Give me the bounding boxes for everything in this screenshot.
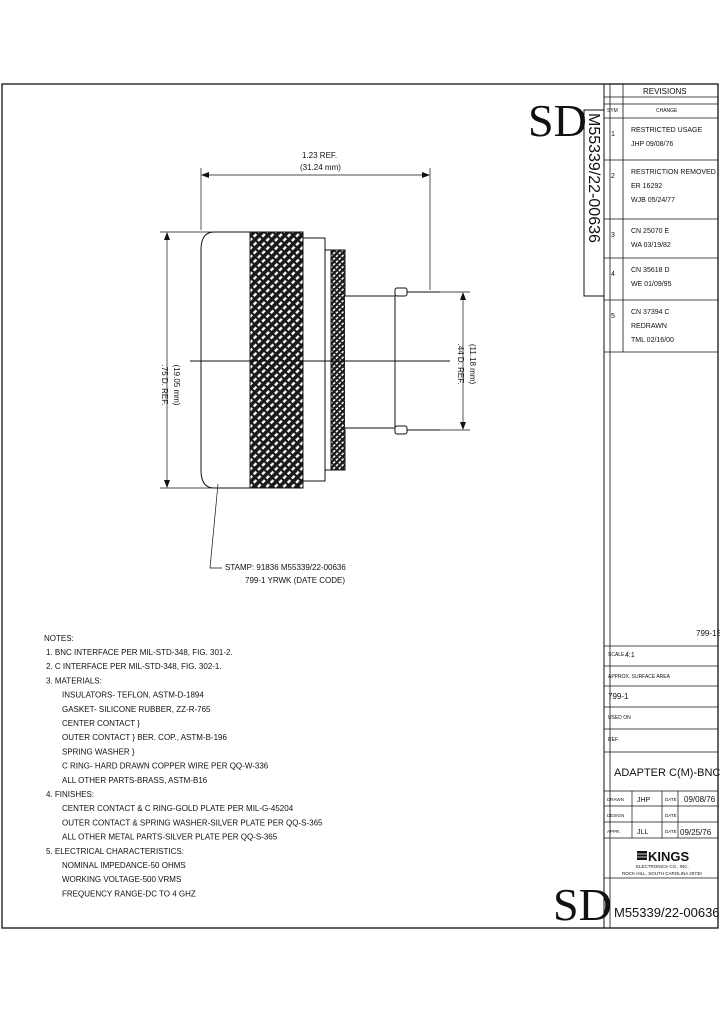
revision-line: JHP 09/08/76 — [631, 141, 673, 148]
revision-line: REDRAWN — [631, 323, 667, 330]
drawn-by: JHP — [637, 797, 651, 804]
revisions-table: REVISIONS SYM CHANGE 1 RESTRICTED USAGE JH… — [607, 87, 716, 344]
revision-sym: 1 — [611, 131, 615, 138]
sd-stamp-top: SD — [528, 95, 587, 146]
stamp-leader — [209, 483, 222, 569]
appr-date: 09/25/76 — [680, 828, 712, 837]
notes-block: NOTES: 1. BNC INTERFACE PER MIL-STD-348,… — [44, 634, 323, 898]
sheet-ref: 799-1S — [696, 629, 720, 638]
part-number-vertical: M55339/22-00636 — [585, 113, 602, 243]
appr-by: JLL — [637, 829, 648, 836]
stamp-callout-1: STAMP: 91836 M55339/22-00636 — [225, 563, 346, 572]
note-line: GASKET- SILICONE RUBBER, ZZ-R-765 — [62, 705, 211, 714]
bayonet-pin-top — [394, 287, 408, 297]
note-line: INSULATORS- TEFLON, ASTM-D-1894 — [62, 691, 204, 700]
approx-area-label: APPROX. SURFACE AREA — [608, 674, 671, 680]
dim-bnc-dia: .44 D. REF. — [456, 344, 465, 385]
appr-label: APPR. — [607, 829, 621, 834]
dim-bnc-dia-mm: (11.18 mm) — [468, 344, 477, 385]
drawn-label: DRAWN — [607, 797, 624, 802]
note-line: CENTER CONTACT } — [62, 719, 140, 728]
note-line: FREQUENCY RANGE-DC TO 4 GHZ — [62, 889, 196, 898]
scale-label: SCALE — [608, 652, 625, 658]
revision-line: WE 01/09/95 — [631, 281, 672, 288]
dim-body-dia: .75 D. REF. — [160, 365, 169, 406]
ref-label: REF. — [608, 737, 619, 743]
drawn-date-label: DATE — [665, 797, 677, 802]
bayonet-pin-bottom — [394, 425, 408, 435]
part-number-block: M55339/22-00636 — [614, 905, 720, 920]
revision-line: RESTRICTED USAGE — [631, 127, 703, 134]
company-line-3: ROCK HILL, SOUTH CAROLINA 29730 — [622, 871, 702, 876]
right-column — [583, 84, 718, 928]
revision-line: CN 37394 C — [631, 309, 670, 316]
drawing-title: ADAPTER C(M)-BNC(F) — [614, 767, 720, 779]
drawn-date: 09/08/76 — [684, 795, 716, 804]
note-line: ALL OTHER PARTS-BRASS, ASTM-B16 — [62, 776, 208, 785]
design-label: DESIGN — [607, 813, 624, 818]
revision-sym: 3 — [611, 232, 615, 239]
revisions-col-sym: SYM — [607, 108, 618, 114]
note-line: OUTER CONTACT & SPRING WASHER-SILVER PLA… — [62, 818, 323, 827]
note-line: 1. BNC INTERFACE PER MIL-STD-348, FIG. 3… — [46, 648, 233, 657]
knurled-ring — [330, 249, 346, 471]
note-line: C RING- HARD DRAWN COPPER WIRE PER QQ-W-… — [62, 762, 269, 771]
dim-overall-length: 1.23 REF. — [302, 151, 337, 160]
revisions-col-change: CHANGE — [656, 108, 678, 114]
revision-line: TML 02/16/00 — [631, 337, 674, 344]
dim-body-dia-mm: (19.05 mm) — [172, 365, 181, 406]
revisions-header: REVISIONS — [643, 87, 687, 96]
company-logo — [637, 851, 647, 860]
revision-line: ER 16292 — [631, 183, 662, 190]
design-date-label: DATE — [665, 813, 677, 818]
revision-line: WA 03/19/82 — [631, 242, 671, 249]
note-line: OUTER CONTACT } BER. COP., ASTM-B-196 — [62, 733, 227, 742]
title-block: SCALE 4:1 APPROX. SURFACE AREA 799-1 USE… — [607, 652, 720, 920]
revision-sym: 5 — [611, 313, 615, 320]
notes-title: NOTES: — [44, 634, 74, 643]
appr-date-label: DATE — [665, 829, 677, 834]
company-line-2: ELECTRONICS CO., INC. — [636, 864, 689, 869]
note-line: SPRING WASHER } — [62, 747, 135, 756]
note-line: 2. C INTERFACE PER MIL-STD-348, FIG. 302… — [46, 662, 222, 671]
revision-line: RESTRICTION REMOVED — [631, 169, 716, 176]
model-number: 799-1 — [608, 692, 629, 701]
revision-sym: 2 — [611, 173, 615, 180]
stamp-callout-2: 799-1 YRWK (DATE CODE) — [245, 576, 345, 585]
sd-stamp-bottom: SD — [553, 879, 612, 930]
note-line: 4. FINISHES: — [46, 790, 94, 799]
revision-line: CN 25070 E — [631, 228, 669, 235]
dim-overall-length-mm: (31.24 mm) — [300, 163, 341, 172]
used-on-label: USED ON — [608, 715, 631, 721]
revision-line: CN 35618 D — [631, 267, 670, 274]
sheet-border — [1, 83, 719, 929]
note-line: WORKING VOLTAGE-500 VRMS — [62, 875, 181, 884]
revision-line: WJB 05/24/77 — [631, 197, 675, 204]
connector-side-view — [160, 168, 470, 569]
note-line: ALL OTHER METAL PARTS-SILVER PLATE PER Q… — [62, 833, 278, 842]
note-line: 3. MATERIALS: — [46, 676, 102, 685]
company-name: KINGS — [648, 849, 690, 864]
note-line: CENTER CONTACT & C RING-GOLD PLATE PER M… — [62, 804, 294, 813]
note-line: 5. ELECTRICAL CHARACTERISTICS: — [46, 847, 184, 856]
note-line: NOMINAL IMPEDANCE-50 OHMS — [62, 861, 186, 870]
revision-sym: 4 — [611, 271, 615, 278]
knurled-coupling-nut — [249, 231, 304, 489]
scale-value: 4:1 — [625, 652, 635, 659]
